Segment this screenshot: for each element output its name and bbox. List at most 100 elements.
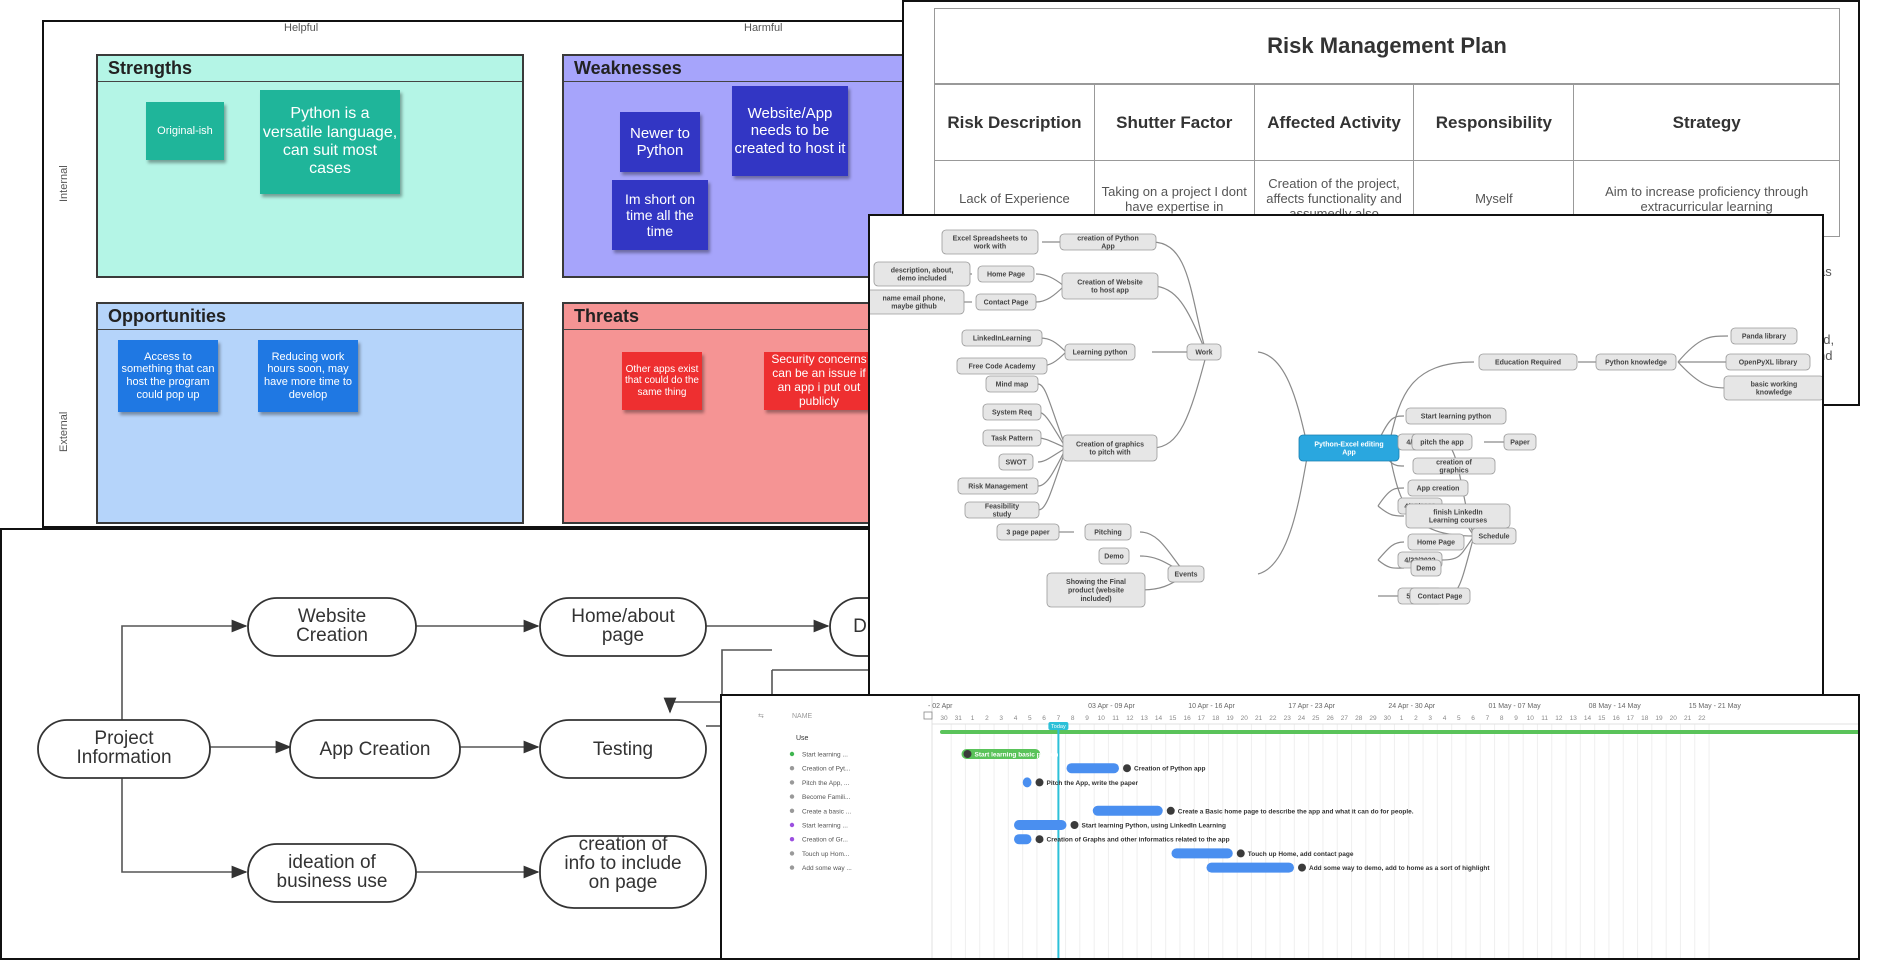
- flow-node-website[interactable]: [247, 597, 417, 657]
- mind-node[interactable]: App creation: [1407, 479, 1469, 497]
- mind-node[interactable]: Task Pattern: [982, 429, 1042, 447]
- flow-node-testing[interactable]: [539, 719, 707, 779]
- mind-node[interactable]: Events: [1167, 565, 1205, 583]
- gantt-bar[interactable]: [1206, 862, 1295, 873]
- gantt-bar-label: Touch up Home, add contact page: [1248, 851, 1354, 858]
- mind-node[interactable]: Demo: [1098, 547, 1130, 565]
- gantt-week-label: 10 Apr - 16 Apr: [1188, 703, 1235, 710]
- flow-node-creation[interactable]: [539, 835, 707, 909]
- weaknesses-title: Weaknesses: [564, 56, 970, 82]
- mind-node[interactable]: Education Required: [1478, 353, 1578, 371]
- mind-node[interactable]: Panda library: [1730, 327, 1798, 345]
- gantt-collapse-icon[interactable]: ⇆: [758, 713, 764, 720]
- status-dot: [789, 865, 795, 870]
- mind-node[interactable]: SWOT: [998, 453, 1034, 471]
- gantt-day-label: 2: [1414, 715, 1418, 722]
- status-dot: [789, 751, 795, 757]
- mind-node[interactable]: Work: [1186, 343, 1222, 361]
- sticky-note[interactable]: Reducing work hours soon, may have more …: [258, 340, 358, 412]
- mind-node[interactable]: Contact Page: [1409, 587, 1471, 605]
- flow-label: D: [853, 616, 867, 637]
- assignee-avatar: [1035, 835, 1044, 844]
- sticky-note[interactable]: Access to something that can host the pr…: [118, 340, 218, 412]
- threats-title: Threats: [564, 304, 970, 330]
- gantt-day-label: 10: [1527, 715, 1535, 722]
- mind-node[interactable]: Paper: [1503, 433, 1537, 451]
- mind-node-label: Pitching: [1094, 530, 1122, 537]
- strengths-quadrant: Strengths Original-ish Python is a versa…: [96, 54, 524, 278]
- gantt-bar[interactable]: [1066, 763, 1120, 774]
- assignee-avatar: [1070, 821, 1079, 829]
- mind-node-label: System Req: [992, 410, 1032, 417]
- status-dot: [789, 766, 795, 771]
- gantt-row[interactable]: Add some way ...Add some way to demo, ad…: [789, 862, 1491, 873]
- sticky-note[interactable]: Im short on time all the time: [612, 180, 708, 250]
- mind-node[interactable]: Pitching: [1084, 523, 1132, 541]
- mind-node[interactable]: System Req: [982, 403, 1042, 421]
- mind-node[interactable]: description, about,demo included: [873, 261, 971, 287]
- mind-node[interactable]: Demo: [1410, 559, 1442, 577]
- gantt-row[interactable]: Create a basic ...Create a Basic home pa…: [789, 805, 1414, 816]
- mind-node[interactable]: 3 page paper: [996, 523, 1060, 541]
- gantt-bar[interactable]: [1022, 777, 1032, 788]
- gantt-task-name: Create a basic ...: [802, 808, 851, 815]
- flow-node-app[interactable]: [289, 719, 461, 779]
- gantt-week-label: 15 May - 21 May: [1689, 703, 1742, 710]
- gantt-day-label: 3: [1428, 715, 1432, 722]
- mind-node[interactable]: Home Page: [1407, 533, 1465, 551]
- gantt-row[interactable]: Pitch the App, ...Pitch the App, write t…: [789, 777, 1139, 788]
- mind-node[interactable]: Mind map: [985, 375, 1039, 393]
- gantt-bar[interactable]: [1014, 820, 1067, 830]
- gantt-row[interactable]: Start learning ...Start learning Python,…: [789, 820, 1226, 830]
- gantt-row[interactable]: Creation of Pyt...Creation of Python app: [789, 763, 1206, 774]
- gantt-bar[interactable]: [1014, 834, 1032, 845]
- gantt-task-name: Add some way ...: [802, 865, 852, 872]
- strengths-title: Strengths: [98, 56, 522, 82]
- sticky-note[interactable]: Security concerns can be an issue if an …: [764, 352, 874, 410]
- mind-node-label: Contact Page: [984, 300, 1029, 307]
- gantt-bar[interactable]: [1171, 848, 1233, 859]
- mind-node[interactable]: Start learning python: [1405, 407, 1507, 425]
- mind-node[interactable]: OpenPyXL library: [1725, 353, 1811, 371]
- mind-node[interactable]: pitch the app: [1411, 433, 1473, 451]
- gantt-bar[interactable]: [961, 749, 1041, 759]
- flow-node-home[interactable]: [539, 597, 707, 657]
- assignee-avatar: [963, 750, 972, 758]
- flow-node-ideation[interactable]: [247, 843, 417, 903]
- mind-node[interactable]: LinkedInLearning: [961, 329, 1043, 347]
- gantt-row[interactable]: Touch up Hom...Touch up Home, add contac…: [789, 848, 1354, 859]
- mind-node[interactable]: Home Page: [977, 265, 1035, 283]
- gantt-row[interactable]: Creation of Gr...Creation of Graphs and …: [789, 834, 1230, 845]
- mind-node[interactable]: Risk Management: [957, 477, 1039, 495]
- sticky-note[interactable]: Newer to Python: [620, 112, 700, 172]
- mind-node[interactable]: Schedule: [1471, 527, 1517, 545]
- flow-node-project[interactable]: [37, 719, 211, 779]
- gantt-checkbox[interactable]: [923, 711, 933, 720]
- gantt-day-label: 13: [1570, 715, 1578, 722]
- mind-node[interactable]: Python knowledge: [1595, 353, 1677, 371]
- mind-node[interactable]: Learning python: [1064, 343, 1136, 361]
- sticky-note[interactable]: Original-ish: [146, 102, 224, 160]
- gantt-row[interactable]: Start learning ...Start learning basic p…: [789, 749, 1059, 759]
- sticky-note[interactable]: Website/App needs to be created to host …: [732, 86, 848, 176]
- sticky-note[interactable]: Python is a versatile language, can suit…: [260, 90, 400, 194]
- gantt-bar[interactable]: [1092, 805, 1163, 816]
- mind-node[interactable]: Free Code Academy: [956, 357, 1048, 375]
- header-responsibility: Responsibility: [1413, 84, 1575, 161]
- gantt-row[interactable]: Become Famili...: [789, 794, 851, 801]
- mind-node[interactable]: Contact Page: [975, 293, 1037, 311]
- mind-node[interactable]: name email phone,maybe github: [870, 289, 965, 315]
- sticky-note[interactable]: Other apps exist that could do the same …: [622, 352, 702, 410]
